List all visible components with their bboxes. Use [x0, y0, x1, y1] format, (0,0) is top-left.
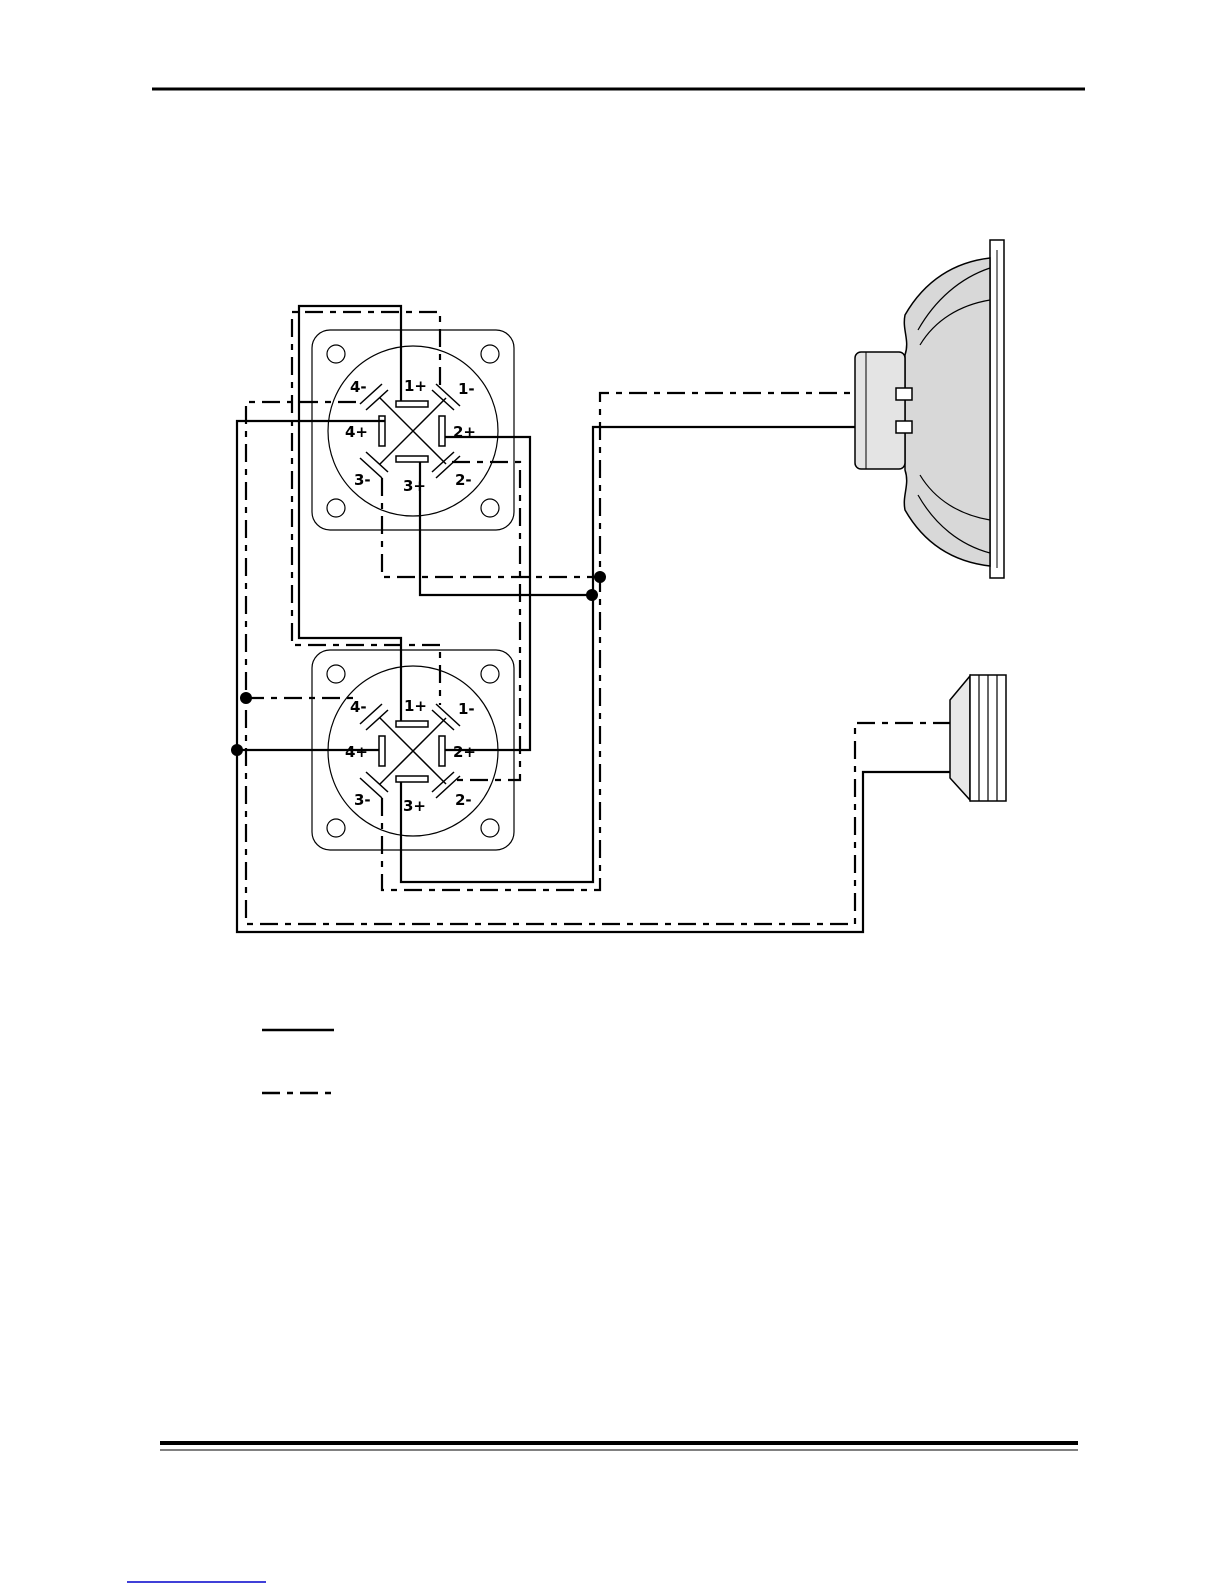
woofer-basket: [904, 258, 990, 566]
horn-throat: [950, 676, 970, 800]
junction-dot: [240, 692, 252, 704]
pin-label-2plus: 2+: [453, 423, 476, 441]
pin-label-3minus: 3-: [354, 471, 371, 489]
pin-label-3minus: 3-: [354, 791, 371, 809]
solid-wires: [237, 306, 950, 932]
mounting-hole: [327, 345, 345, 363]
junction-dot: [594, 571, 606, 583]
legend: [262, 1030, 334, 1093]
dashed-wires: [246, 312, 950, 924]
pin-label-4minus: 4-: [350, 698, 367, 716]
wire-3minus-lower: [382, 393, 896, 890]
mounting-hole: [327, 665, 345, 683]
mounting-hole: [481, 345, 499, 363]
contact-1minus: [432, 384, 460, 410]
wire-3plus-lower: [401, 427, 896, 882]
wire-1minus-upper-to-lower: [292, 312, 440, 705]
mounting-hole: [327, 819, 345, 837]
upper-connector: 1+ 1- 4- 4+ 2+ 3- 3+ 2-: [312, 330, 514, 530]
pin-label-3plus: 3+: [403, 477, 426, 495]
wire-3plus-upper: [420, 462, 593, 595]
mounting-hole: [481, 499, 499, 517]
pin-label-2plus: 2+: [453, 743, 476, 761]
pin-label-3plus: 3+: [403, 797, 426, 815]
contact-2plus: [439, 736, 445, 766]
contact-1plus: [396, 721, 428, 727]
junction-dot: [586, 589, 598, 601]
pin-label-4minus: 4-: [350, 378, 367, 396]
junction-dot: [231, 744, 243, 756]
contact-2plus: [439, 416, 445, 446]
pin-label-4plus: 4+: [345, 423, 368, 441]
woofer-speaker: [855, 240, 1004, 578]
pin-label-1minus: 1-: [458, 380, 475, 398]
mounting-hole: [481, 819, 499, 837]
pin-label-1plus: 1+: [404, 377, 427, 395]
pin-label-1minus: 1-: [458, 700, 475, 718]
contact-4plus: [379, 736, 385, 766]
mounting-hole: [481, 665, 499, 683]
pin-label-2minus: 2-: [455, 471, 472, 489]
woofer-magnet: [855, 352, 905, 469]
horn-driver: [950, 675, 1006, 801]
wire-2minus-upper-to-lower: [452, 462, 520, 780]
contact-1plus: [396, 401, 428, 407]
pin-label-2minus: 2-: [455, 791, 472, 809]
woofer-terminal-minus: [896, 421, 912, 433]
pin-label-1plus: 1+: [404, 697, 427, 715]
wire-4minus-bus: [246, 402, 950, 924]
contact-3plus: [396, 456, 428, 462]
contact-1minus: [432, 704, 460, 730]
woofer-terminal-plus: [896, 388, 912, 400]
mounting-hole: [327, 499, 345, 517]
pin-label-4plus: 4+: [345, 743, 368, 761]
contact-3plus: [396, 776, 428, 782]
